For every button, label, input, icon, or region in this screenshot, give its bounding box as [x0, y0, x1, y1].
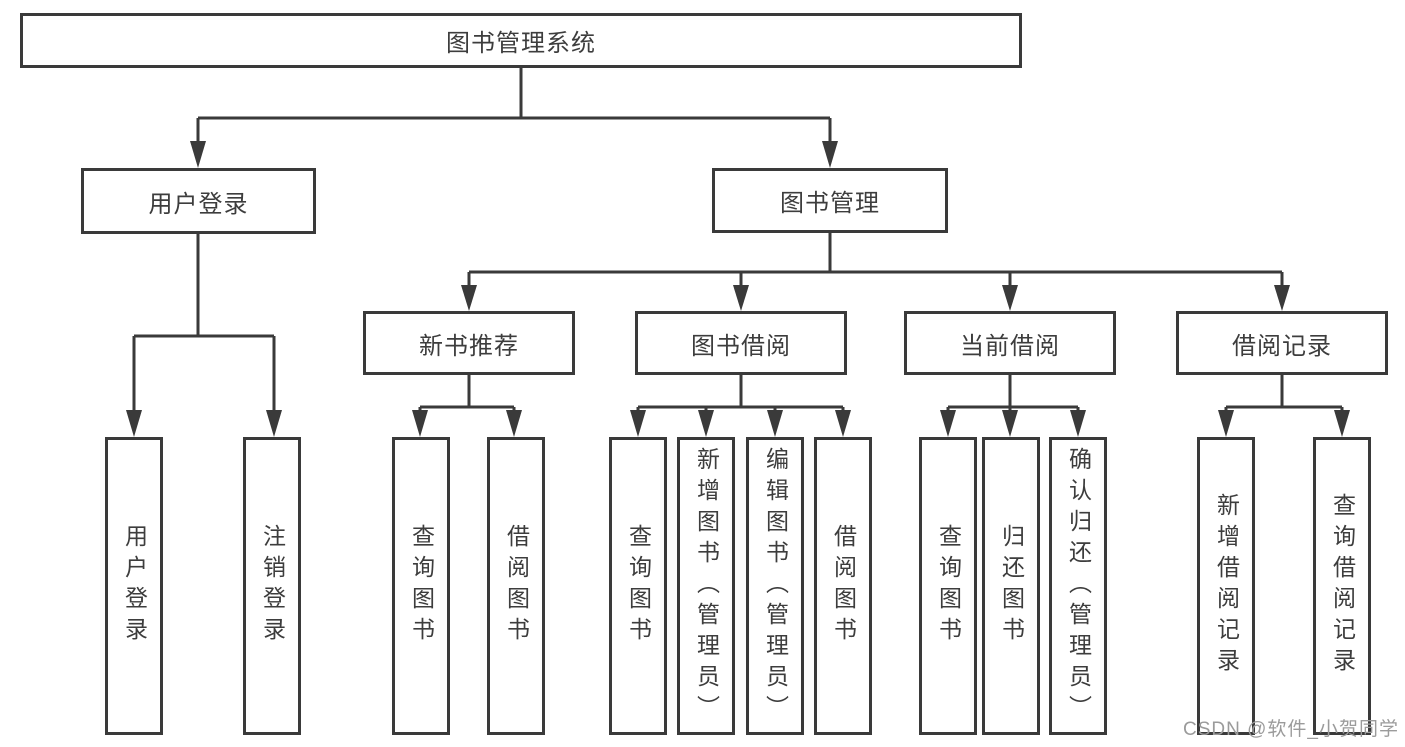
- arrowhead-user-login: [190, 141, 206, 168]
- arrowhead-leaf-e1: [1218, 410, 1234, 437]
- node-book-mgmt-label: 图书管理: [780, 190, 880, 217]
- arrowhead-leaf-c2: [698, 410, 714, 437]
- leaf-confirm-return-admin: 确认归还（管理员）: [1049, 437, 1107, 735]
- arrowhead-book-borrow: [733, 285, 749, 311]
- node-user-login: 用户登录: [81, 168, 316, 234]
- connector-book-mgmt-fork: [467, 233, 1284, 286]
- connector-new-books-fork: [418, 375, 516, 411]
- leaf-query-books-1-label: 查询图书: [408, 524, 435, 648]
- leaf-add-borrow-record: 新增借阅记录: [1197, 437, 1255, 735]
- arrowhead-leaf-c1: [630, 410, 646, 437]
- arrowhead-new-books: [461, 285, 477, 311]
- leaf-query-borrow-record: 查询借阅记录: [1313, 437, 1371, 735]
- leaf-user-login: 用户登录: [105, 437, 163, 735]
- leaf-user-login-label: 用户登录: [121, 524, 148, 648]
- leaf-borrow-books-2-label: 借阅图书: [830, 524, 857, 648]
- arrowhead-leaf-d2: [1002, 410, 1018, 437]
- arrowhead-leaf-c4: [835, 410, 851, 437]
- arrowhead-leaf-e2: [1334, 410, 1350, 437]
- node-system-root-label: 图书管理系统: [446, 30, 596, 57]
- csdn-watermark: CSDN @软件_小贺同学: [1183, 719, 1399, 740]
- leaf-edit-books-admin: 编辑图书（管理员）: [746, 437, 804, 735]
- leaf-borrow-books-1-label: 借阅图书: [503, 524, 530, 648]
- arrowhead-leaf-d3: [1070, 410, 1086, 437]
- arrowhead-leaf-a1: [126, 410, 142, 437]
- leaf-add-books-admin: 新增图书（管理员）: [677, 437, 735, 735]
- arrowhead-current-borrow: [1002, 285, 1018, 311]
- node-book-borrow: 图书借阅: [635, 311, 847, 375]
- connector-user-login-fork: [132, 234, 276, 411]
- leaf-return-books-label: 归还图书: [998, 524, 1025, 648]
- node-current-borrow-label: 当前借阅: [960, 332, 1060, 360]
- leaf-logout-label: 注销登录: [259, 524, 286, 648]
- node-new-books-label: 新书推荐: [419, 332, 519, 360]
- leaf-query-books-3: 查询图书: [919, 437, 977, 735]
- leaf-borrow-books-1: 借阅图书: [487, 437, 545, 735]
- node-borrow-record: 借阅记录: [1176, 311, 1388, 375]
- leaf-borrow-books-2: 借阅图书: [814, 437, 872, 735]
- node-book-mgmt: 图书管理: [712, 168, 948, 233]
- node-current-borrow: 当前借阅: [904, 311, 1116, 375]
- connector-borrow-record-fork: [1224, 375, 1344, 411]
- leaf-edit-books-admin-label: 编辑图书（管理员）: [762, 446, 789, 726]
- node-book-borrow-label: 图书借阅: [691, 332, 791, 360]
- node-user-login-label: 用户登录: [148, 190, 249, 218]
- leaf-query-borrow-record-label: 查询借阅记录: [1329, 493, 1356, 679]
- connector-book-borrow-fork: [636, 375, 845, 411]
- leaf-query-books-2: 查询图书: [609, 437, 667, 735]
- connector-current-borrow-fork: [946, 375, 1080, 411]
- leaf-add-books-admin-label: 新增图书（管理员）: [693, 446, 720, 726]
- arrowhead-borrow-record: [1274, 285, 1290, 311]
- node-system-root: 图书管理系统: [20, 13, 1022, 68]
- arrowhead-book-mgmt: [822, 141, 838, 168]
- arrowhead-leaf-b2: [506, 410, 522, 437]
- arrowhead-leaf-c3: [767, 410, 783, 437]
- leaf-confirm-return-admin-label: 确认归还（管理员）: [1065, 446, 1092, 726]
- leaf-query-books-2-label: 查询图书: [625, 524, 652, 648]
- node-new-books: 新书推荐: [363, 311, 575, 375]
- node-borrow-record-label: 借阅记录: [1232, 332, 1332, 360]
- arrowhead-leaf-a2: [266, 410, 282, 437]
- leaf-add-borrow-record-label: 新增借阅记录: [1213, 493, 1240, 679]
- arrowhead-leaf-d1: [940, 410, 956, 437]
- connector-root-to-level2: [196, 67, 832, 142]
- leaf-query-books-1: 查询图书: [392, 437, 450, 735]
- leaf-query-books-3-label: 查询图书: [935, 524, 962, 648]
- leaf-logout: 注销登录: [243, 437, 301, 735]
- arrowhead-leaf-b1: [412, 410, 428, 437]
- leaf-return-books: 归还图书: [982, 437, 1040, 735]
